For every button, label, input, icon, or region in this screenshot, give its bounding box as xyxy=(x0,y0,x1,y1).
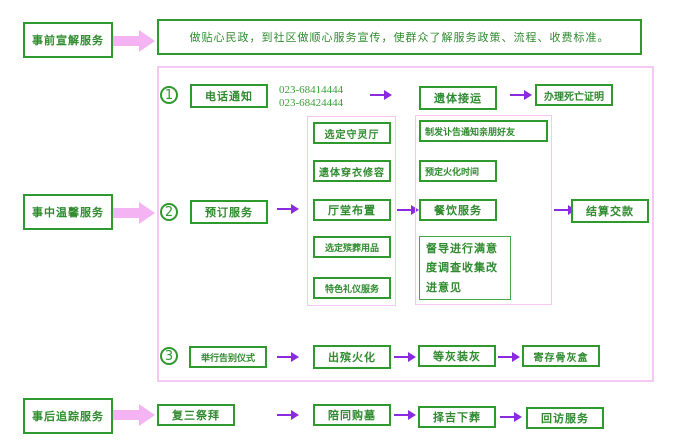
after-chain-box: 陪同购墓 xyxy=(313,404,391,426)
chain-box: 寄存骨灰盒 xyxy=(522,345,600,367)
option-box: 选定守灵厅 xyxy=(313,122,391,144)
feedback-box: 督导进行满意 度调查收集改 进意见 xyxy=(419,236,511,300)
pink-arrow-icon xyxy=(113,202,155,224)
after-chain-box: 回访服务 xyxy=(526,407,604,429)
feedback-line: 度调查收集改 xyxy=(426,261,498,275)
phone-number-2: 023-68424444 xyxy=(279,97,344,109)
options-frame xyxy=(307,116,396,306)
arrow-right-icon xyxy=(277,204,299,214)
after-chain-box: 复三祭拜 xyxy=(157,404,235,426)
settlement-box: 结算交款 xyxy=(571,199,649,223)
feedback-line: 进意见 xyxy=(426,280,462,294)
feedback-line: 督导进行满意 xyxy=(426,242,498,256)
body-transport-box: 遗体接运 xyxy=(419,86,497,110)
stage-during-label: 事中温馨服务 xyxy=(23,194,113,230)
arrow-right-icon xyxy=(498,352,520,362)
stage-before-label: 事前宣解服务 xyxy=(23,22,113,58)
arrow-right-icon xyxy=(277,410,299,420)
followup-box: 制发讣告通知亲朋好友 xyxy=(419,120,548,142)
phone-notify-box: 电话通知 xyxy=(190,84,268,108)
stage-after-label: 事后追踪服务 xyxy=(23,398,113,434)
during-frame xyxy=(157,66,654,382)
option-box: 选定殡葬用品 xyxy=(313,236,391,258)
farewell-ceremony-box: 举行告别仪式 xyxy=(189,346,267,368)
arrow-right-icon xyxy=(510,90,532,100)
option-box: 厅堂布置 xyxy=(313,199,391,221)
followup-box: 预定火化时间 xyxy=(419,160,497,182)
step-1-circle-icon: 1 xyxy=(160,86,178,104)
death-certificate-box: 办理死亡证明 xyxy=(535,84,613,106)
after-chain-box: 择吉下葬 xyxy=(418,406,496,428)
arrow-right-icon xyxy=(394,352,416,362)
chain-box: 出殡火化 xyxy=(313,345,391,369)
phone-numbers: 023-68414444 023-68424444 xyxy=(279,84,343,110)
step-2-circle-icon: 2 xyxy=(160,203,178,221)
stage-before-description: 做贴心民政，到社区做顺心服务宣传，使群众了解服务政策、流程、收费标准。 xyxy=(157,19,642,55)
arrow-right-icon xyxy=(394,410,416,420)
followups-frame xyxy=(415,115,552,305)
option-box: 遗体穿衣修容 xyxy=(313,160,391,182)
followup-box: 餐饮服务 xyxy=(419,199,497,221)
arrow-right-icon xyxy=(500,412,522,422)
step-3-circle-icon: 3 xyxy=(160,347,178,365)
pink-arrow-icon xyxy=(113,404,155,426)
reservation-box: 预订服务 xyxy=(190,200,268,224)
option-box: 特色礼仪服务 xyxy=(313,277,391,299)
arrow-right-icon xyxy=(370,90,392,100)
phone-number-1: 023-68414444 xyxy=(279,84,344,96)
pink-arrow-icon xyxy=(113,30,155,52)
arrow-right-icon xyxy=(277,352,299,362)
chain-box: 等灰装灰 xyxy=(418,345,496,367)
